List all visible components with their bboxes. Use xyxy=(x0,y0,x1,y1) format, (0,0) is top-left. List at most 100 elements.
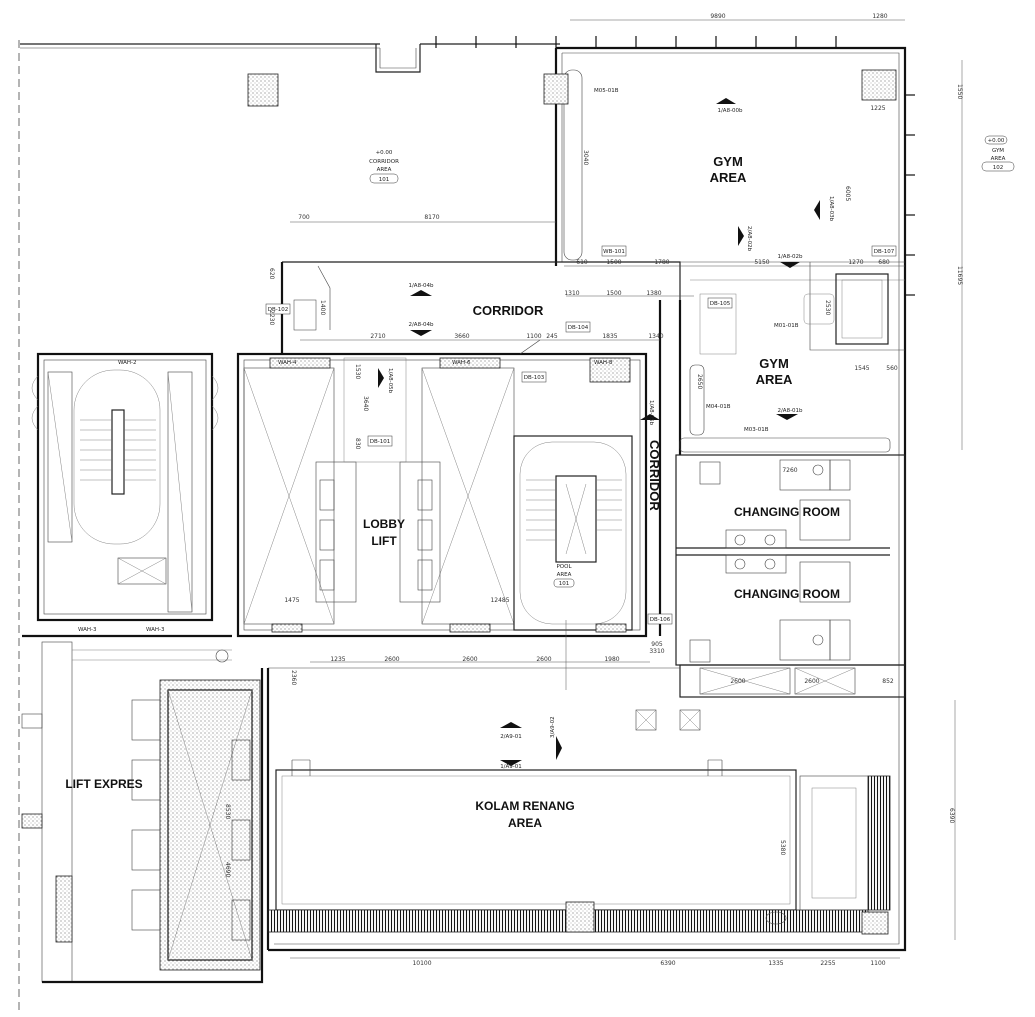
room-lobby-lift: LOBBY LIFT xyxy=(363,517,405,548)
svg-text:2600: 2600 xyxy=(384,656,399,663)
room-tag-corridor: +0.00 CORRIDOR AREA 101 xyxy=(369,150,399,184)
svg-text:2530: 2530 xyxy=(824,300,831,315)
svg-text:1100: 1100 xyxy=(870,960,885,967)
svg-text:2/A9-01: 2/A9-01 xyxy=(500,734,522,740)
section-mark-labels: 1/A8-00b 1/A8-04b 2/A8-04b 1/A8-02b 2/A8… xyxy=(387,108,834,770)
svg-text:LIFT: LIFT xyxy=(371,534,397,548)
svg-text:6390: 6390 xyxy=(660,960,675,967)
svg-text:1380: 1380 xyxy=(646,290,661,297)
door-tags: DB-102 DB-103 DB-104 DB-101 DB-105 DB-10… xyxy=(265,245,897,625)
stair-core-left xyxy=(31,352,219,622)
svg-text:AREA: AREA xyxy=(377,167,392,173)
svg-text:680: 680 xyxy=(878,259,890,266)
svg-text:M05-01B: M05-01B xyxy=(594,88,619,94)
svg-text:700: 700 xyxy=(298,214,310,221)
svg-text:1/A8-00b: 1/A8-00b xyxy=(717,108,743,114)
svg-text:1500: 1500 xyxy=(606,290,621,297)
svg-text:101: 101 xyxy=(559,581,570,587)
svg-text:DB-105: DB-105 xyxy=(710,301,731,307)
room-changing-room-2: CHANGING ROOM xyxy=(734,587,840,601)
svg-text:830: 830 xyxy=(354,438,361,450)
svg-text:610: 610 xyxy=(576,259,588,266)
svg-text:620: 620 xyxy=(268,268,275,280)
svg-text:WAH-3: WAH-3 xyxy=(146,627,165,633)
svg-text:CORRIDOR: CORRIDOR xyxy=(369,159,399,165)
room-pool-area-small: POOL AREA 101 xyxy=(553,564,575,588)
svg-text:2/A8-04b: 2/A8-04b xyxy=(408,322,434,328)
svg-text:7260: 7260 xyxy=(782,467,797,474)
svg-text:2/A8-01b: 2/A8-01b xyxy=(777,408,803,414)
section-markers xyxy=(378,98,820,766)
svg-text:GYM: GYM xyxy=(992,148,1004,154)
room-lift-expres: LIFT EXPRES xyxy=(65,777,142,791)
svg-text:DB-103: DB-103 xyxy=(524,375,545,381)
svg-text:WAH-2: WAH-2 xyxy=(118,360,137,366)
svg-text:2/A8-02b: 2/A8-02b xyxy=(746,226,752,252)
svg-text:WAH-3: WAH-3 xyxy=(78,627,97,633)
svg-text:LOBBY: LOBBY xyxy=(363,517,405,531)
svg-text:3/A9-02: 3/A9-02 xyxy=(550,716,556,738)
svg-text:8530: 8530 xyxy=(224,804,231,819)
svg-text:5380: 5380 xyxy=(779,840,786,855)
svg-text:3310: 3310 xyxy=(649,648,664,655)
svg-text:1/A8-04b: 1/A8-04b xyxy=(408,283,434,289)
svg-text:1/A8-05b: 1/A8-05b xyxy=(648,400,654,426)
svg-text:11695: 11695 xyxy=(956,266,963,285)
svg-text:10100: 10100 xyxy=(412,960,431,967)
svg-text:2360: 2360 xyxy=(290,670,297,685)
room-gym-upper: GYM AREA xyxy=(710,154,747,185)
pool xyxy=(266,667,891,950)
svg-text:DB-101: DB-101 xyxy=(370,439,391,445)
svg-text:8170: 8170 xyxy=(424,214,439,221)
svg-text:1310: 1310 xyxy=(564,290,579,297)
svg-text:1545: 1545 xyxy=(854,365,869,372)
svg-text:DB-102: DB-102 xyxy=(268,307,289,313)
roof-edge xyxy=(20,43,560,73)
svg-text:WAH-8: WAH-8 xyxy=(594,360,613,366)
svg-text:3660: 3660 xyxy=(454,333,469,340)
room-kolam-renang: KOLAM RENANG AREA xyxy=(475,799,574,830)
svg-text:POOL: POOL xyxy=(556,564,572,570)
svg-text:6005: 6005 xyxy=(844,186,851,201)
svg-text:1780: 1780 xyxy=(654,259,669,266)
svg-text:2600: 2600 xyxy=(536,656,551,663)
svg-text:1335: 1335 xyxy=(768,960,783,967)
dimension-texts: 9890 1280 700 8170 1310 1500 1380 2710 3… xyxy=(224,13,963,967)
svg-text:KOLAM RENANG: KOLAM RENANG xyxy=(475,799,574,813)
svg-text:1100: 1100 xyxy=(526,333,541,340)
svg-text:+0.00: +0.00 xyxy=(988,138,1005,144)
svg-text:2255: 2255 xyxy=(820,960,835,967)
svg-text:DB-104: DB-104 xyxy=(568,325,589,331)
svg-text:1340: 1340 xyxy=(648,333,663,340)
svg-text:WAH-4: WAH-4 xyxy=(278,360,297,366)
room-gym-lower: GYM AREA xyxy=(756,356,793,387)
svg-text:WAH-6: WAH-6 xyxy=(452,360,471,366)
svg-text:2600: 2600 xyxy=(462,656,477,663)
room-corridor: CORRIDOR xyxy=(473,303,544,318)
svg-text:2230: 2230 xyxy=(268,310,275,325)
svg-text:1500: 1500 xyxy=(606,259,621,266)
svg-text:1225: 1225 xyxy=(870,105,885,112)
svg-text:6390: 6390 xyxy=(948,808,955,823)
svg-text:1980: 1980 xyxy=(604,656,619,663)
svg-text:560: 560 xyxy=(886,365,898,372)
dimension-lines xyxy=(290,19,963,959)
svg-text:DB-106: DB-106 xyxy=(650,617,671,623)
room-changing-room-1: CHANGING ROOM xyxy=(734,505,840,519)
svg-text:1/A8-05b: 1/A8-05b xyxy=(387,368,393,394)
svg-text:AREA: AREA xyxy=(756,372,793,387)
svg-text:2600: 2600 xyxy=(804,678,819,685)
outer-walls xyxy=(268,36,915,952)
lobby-lift-shafts xyxy=(236,352,648,638)
svg-text:1530: 1530 xyxy=(354,364,361,379)
room-tag-gym: +0.00 GYM AREA 102 xyxy=(981,135,1015,172)
svg-text:AREA: AREA xyxy=(991,156,1006,162)
wall-tags: WAH-2 WAH-4 WAH-6 WAH-8 WAH-3 WAH-3 M05-… xyxy=(78,88,799,633)
svg-text:DB-107: DB-107 xyxy=(874,249,895,255)
svg-text:1835: 1835 xyxy=(602,333,617,340)
svg-text:WB-101: WB-101 xyxy=(603,249,625,255)
corridor-walls xyxy=(280,261,682,636)
svg-text:M04-01B: M04-01B xyxy=(706,404,731,410)
svg-text:1235: 1235 xyxy=(330,656,345,663)
